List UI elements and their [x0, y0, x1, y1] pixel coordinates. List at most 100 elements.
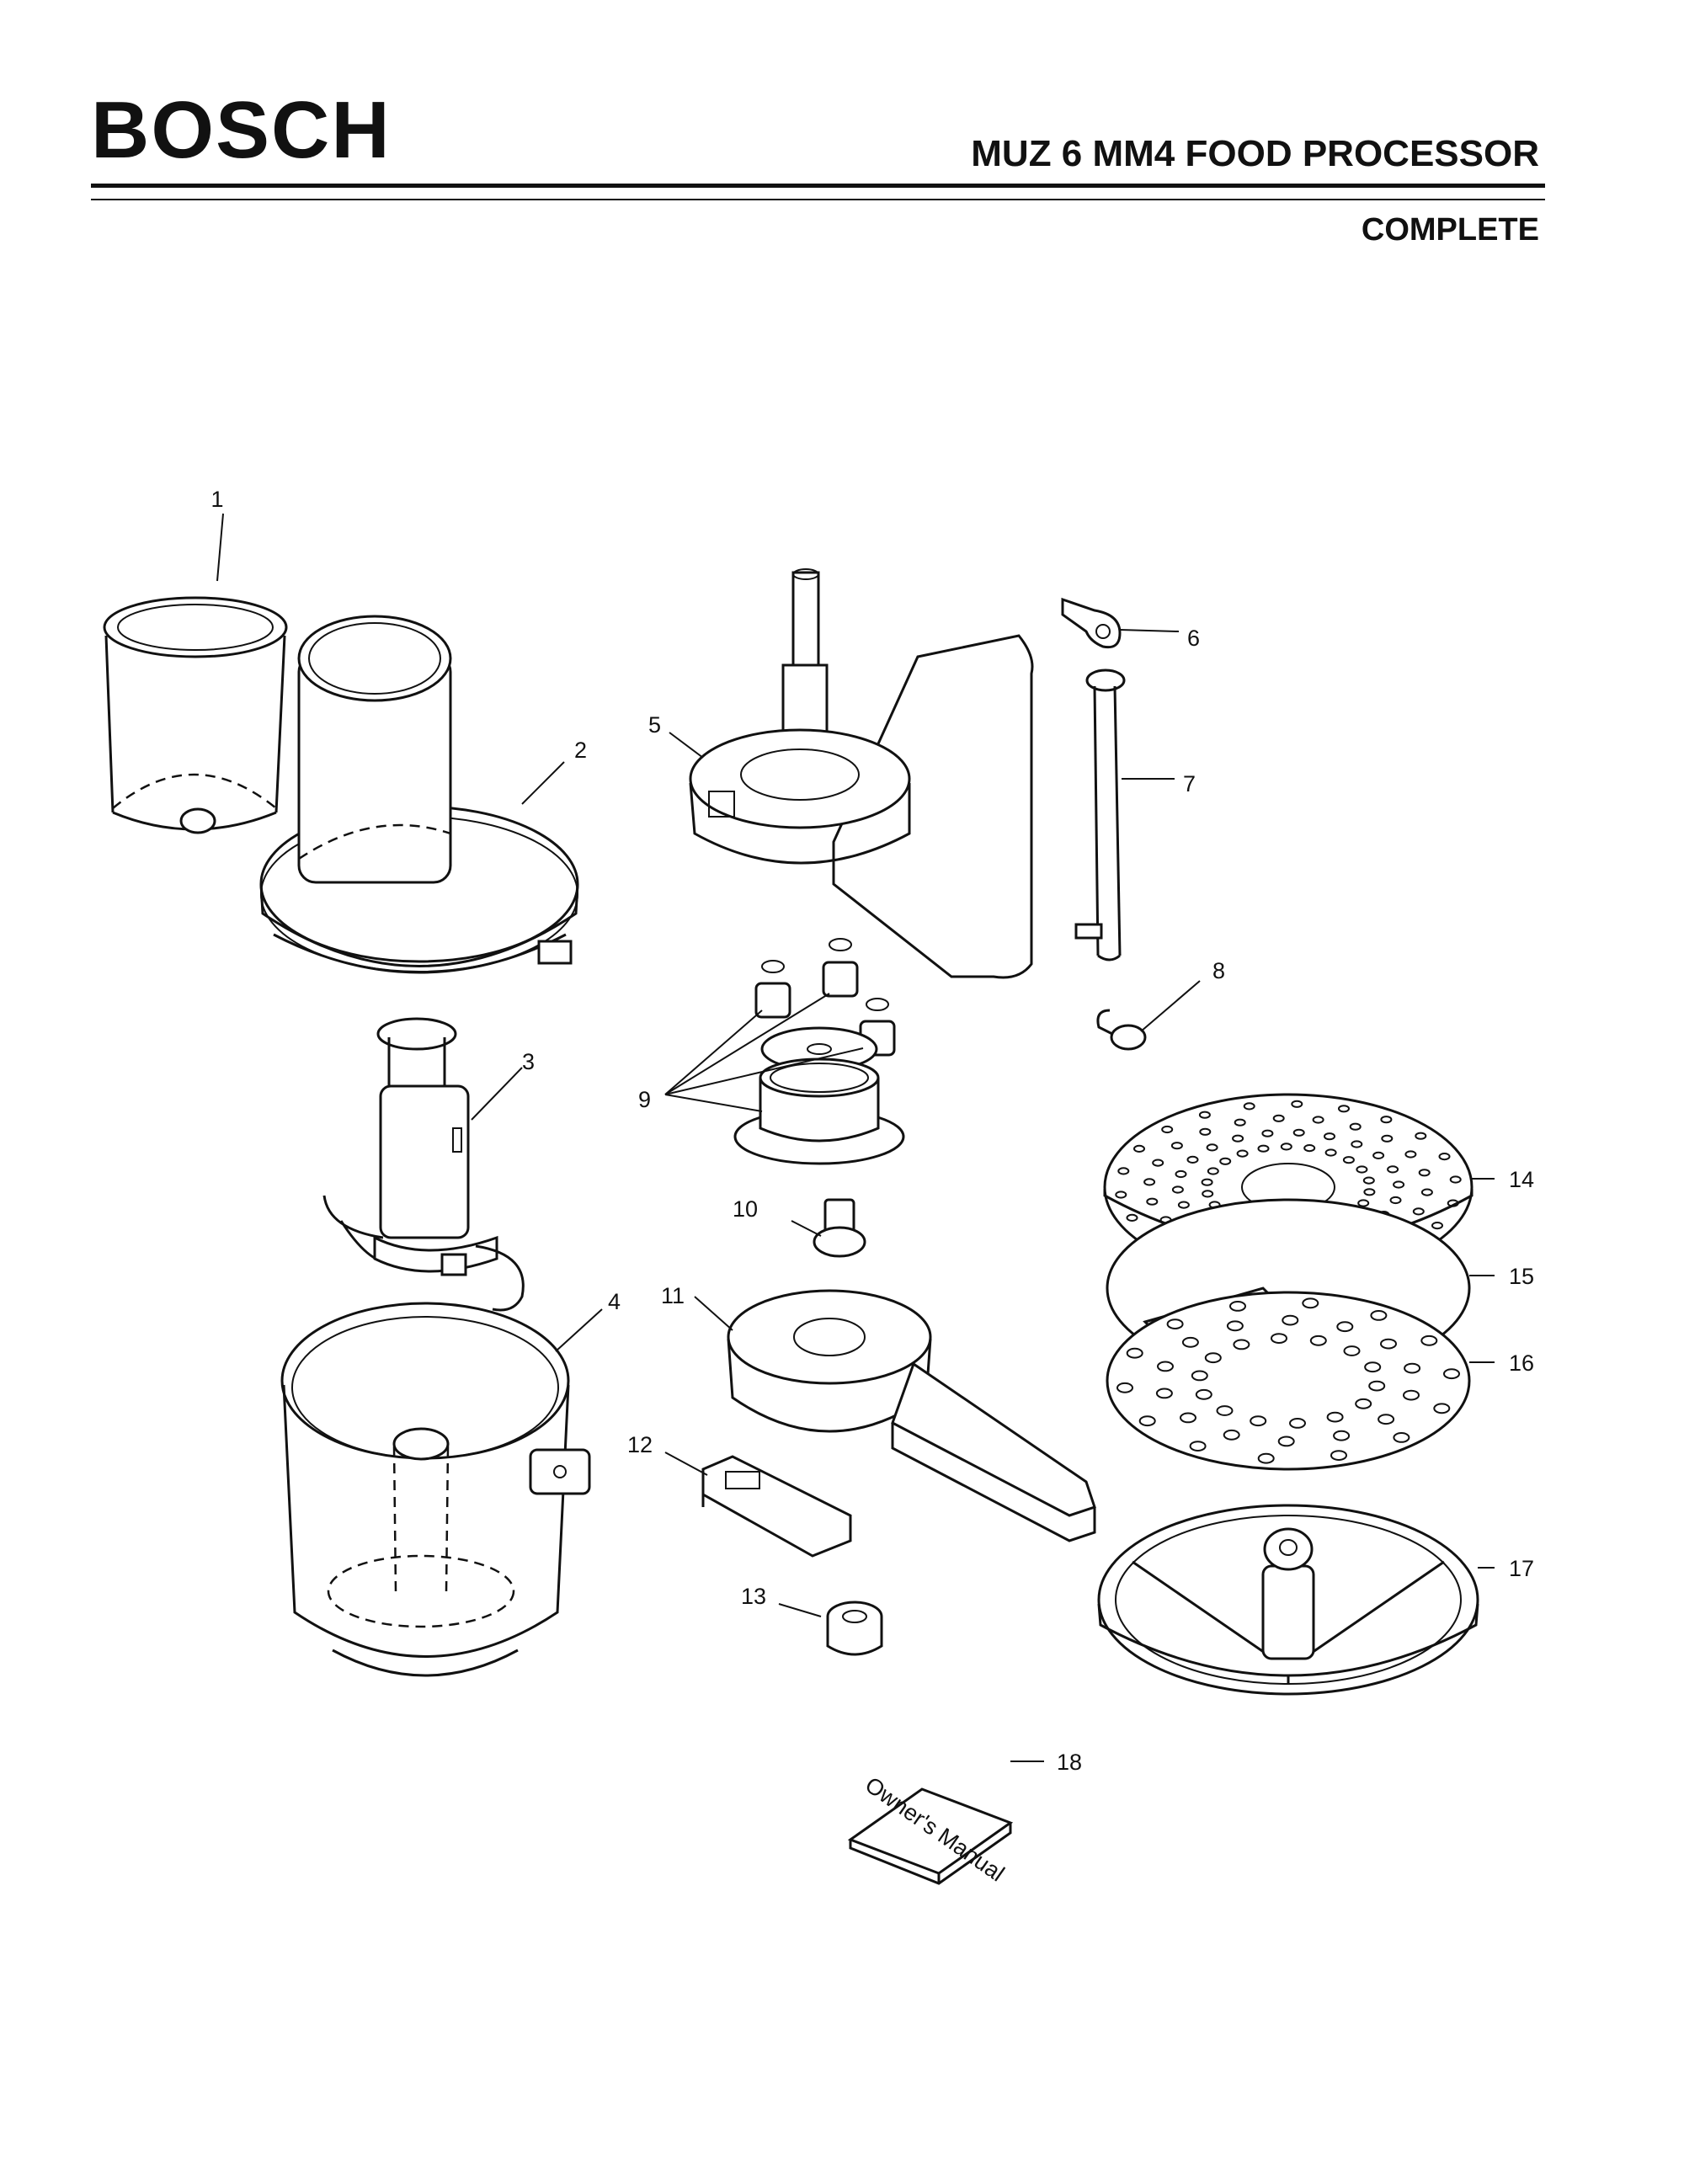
- disc-hole: [1250, 1415, 1267, 1427]
- disc-hole: [1342, 1156, 1355, 1164]
- disc-hole: [1333, 1430, 1351, 1441]
- disc-hole: [1338, 1105, 1350, 1113]
- callout-10: 10: [733, 1196, 758, 1222]
- disc-hole: [1236, 1149, 1249, 1158]
- disc-hole: [1303, 1144, 1316, 1153]
- header-rule-thick: [91, 184, 1545, 188]
- disc-hole: [1202, 1190, 1214, 1198]
- part-5-drive-housing: [689, 568, 1034, 979]
- disc-hole: [1364, 1361, 1382, 1373]
- disc-hole: [1282, 1314, 1299, 1326]
- callout-7: 7: [1183, 771, 1196, 796]
- disc-hole: [1420, 1188, 1433, 1196]
- callout-5: 5: [648, 712, 661, 738]
- disc-hole: [1378, 1414, 1395, 1425]
- disc-hole: [1431, 1222, 1443, 1230]
- disc-hole: [1326, 1411, 1344, 1423]
- callout-9: 9: [638, 1087, 651, 1112]
- disc-hole: [1393, 1180, 1405, 1189]
- disc-hole: [1449, 1175, 1462, 1184]
- disc-hole: [1138, 1415, 1156, 1427]
- disc-hole: [1166, 1318, 1184, 1329]
- part-18-owners-manual: Owner's Manual: [847, 1772, 1014, 1887]
- disc-hole: [1433, 1403, 1451, 1414]
- disc-hole: [1357, 1199, 1370, 1207]
- disc-hole: [1380, 1338, 1397, 1350]
- callout-leaders: [216, 513, 1495, 1762]
- part-16-shredding-disc: [1106, 1291, 1471, 1471]
- callout-15: 15: [1509, 1264, 1534, 1289]
- disc-hole: [1261, 1129, 1274, 1137]
- disc-hole: [1243, 1102, 1255, 1111]
- callout-18: 18: [1057, 1750, 1082, 1775]
- disc-hole: [1229, 1301, 1246, 1312]
- disc-hole: [1155, 1388, 1173, 1399]
- disc-hole: [1420, 1334, 1438, 1346]
- disc-hole: [1157, 1361, 1174, 1372]
- disc-hole: [1312, 1116, 1324, 1124]
- disc-hole: [1443, 1368, 1460, 1380]
- disc-hole: [1204, 1352, 1222, 1364]
- part-3-blade: [322, 1017, 525, 1312]
- disc-hole: [1356, 1165, 1368, 1174]
- disc-hole: [1177, 1201, 1190, 1209]
- disc-hole: [1362, 1176, 1375, 1185]
- disc-hole: [1198, 1111, 1211, 1119]
- part-7-rod: [1074, 669, 1126, 961]
- disc-hole: [1309, 1334, 1327, 1346]
- callout-12: 12: [627, 1432, 653, 1457]
- disc-hole: [1336, 1321, 1354, 1333]
- disc-hole: [1115, 1191, 1127, 1199]
- disc-hole: [1143, 1178, 1156, 1186]
- disc-hole: [1146, 1197, 1159, 1206]
- disc-hole: [1226, 1320, 1244, 1332]
- header-rule-thin: [91, 199, 1545, 200]
- disc-hole: [1324, 1148, 1337, 1157]
- disc-hole: [1223, 1429, 1240, 1441]
- disc-hole: [1201, 1178, 1213, 1186]
- disc-hole: [1219, 1157, 1232, 1165]
- disc-hole: [1161, 1125, 1174, 1134]
- disc-hole: [1257, 1452, 1275, 1464]
- disc-hole: [1418, 1169, 1431, 1177]
- callout-1: 1: [210, 487, 223, 512]
- disc-hole: [1116, 1382, 1133, 1393]
- part-10-pinion: [813, 1198, 866, 1258]
- disc-hole: [1257, 1144, 1270, 1153]
- disc-hole: [1170, 1142, 1183, 1150]
- disc-hole: [1126, 1347, 1143, 1359]
- disc-hole: [1277, 1436, 1295, 1447]
- brand-logo: BOSCH: [91, 85, 392, 175]
- part-2-lid: [259, 615, 579, 974]
- disc-hole: [1291, 1100, 1303, 1108]
- disc-hole: [1372, 1151, 1385, 1160]
- callout-17: 17: [1509, 1556, 1534, 1581]
- disc-hole: [1175, 1169, 1187, 1179]
- disc-hole: [1152, 1159, 1164, 1167]
- part-1-pusher: [103, 596, 288, 834]
- disc-hole: [1271, 1333, 1287, 1344]
- disc-hole: [1272, 1114, 1285, 1122]
- disc-hole: [1186, 1155, 1199, 1164]
- disc-hole: [1403, 1389, 1420, 1401]
- disc-hole: [1234, 1118, 1246, 1127]
- disc-hole: [1404, 1150, 1417, 1159]
- disc-hole: [1415, 1132, 1427, 1140]
- disc-hole: [1181, 1336, 1199, 1348]
- callout-labels: 1 2 3 4 5 6 7 8 9 10 11 12 13 14 15 16 1…: [210, 487, 1534, 1775]
- disc-hole: [1438, 1153, 1451, 1161]
- disc-hole: [1447, 1199, 1459, 1207]
- disc-hole: [1289, 1418, 1306, 1429]
- disc-hole: [1393, 1432, 1410, 1443]
- callout-3: 3: [522, 1049, 535, 1074]
- disc-hole: [1191, 1370, 1208, 1382]
- disc-hole: [1330, 1450, 1347, 1461]
- part-12-latch: [701, 1455, 852, 1558]
- callout-11: 11: [661, 1283, 685, 1308]
- part-11-housing-base: [727, 1289, 1096, 1542]
- page-title: MUZ 6 MM4 FOOD PROCESSOR: [971, 133, 1539, 174]
- callout-16: 16: [1509, 1350, 1534, 1376]
- part-17-disc-carrier: [1097, 1504, 1479, 1696]
- disc-hole: [1280, 1143, 1292, 1151]
- disc-hole: [1206, 1143, 1218, 1152]
